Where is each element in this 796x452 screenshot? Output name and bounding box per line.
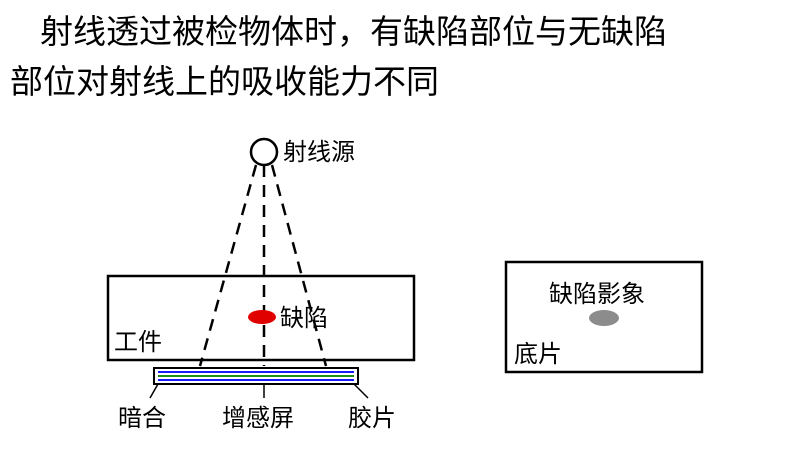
beam-line-right <box>270 164 328 367</box>
defect-image-ellipse <box>589 310 619 326</box>
beam-line-left <box>198 164 258 367</box>
leader-film <box>353 383 369 399</box>
title-line-2: 部位对射线上的吸收能力不同 <box>10 62 439 101</box>
film-label: 胶片 <box>348 404 396 432</box>
film-base-label: 底片 <box>514 340 562 368</box>
workpiece-label: 工件 <box>114 328 162 356</box>
radiation-source-circle <box>249 137 279 167</box>
leader-dark-box <box>149 383 159 399</box>
intensifying-screen-label: 增感屏 <box>222 404 294 432</box>
workpiece-box <box>106 274 416 362</box>
title-line-1: 射线透过被检物体时，有缺陷部位与无缺陷 <box>40 12 667 51</box>
radiation-source-label: 射线源 <box>283 138 355 166</box>
defect-label: 缺陷 <box>280 304 328 332</box>
defect-image-label: 缺陷影象 <box>549 280 645 308</box>
dark-box-label: 暗合 <box>118 404 166 432</box>
defect-ellipse <box>248 310 276 324</box>
